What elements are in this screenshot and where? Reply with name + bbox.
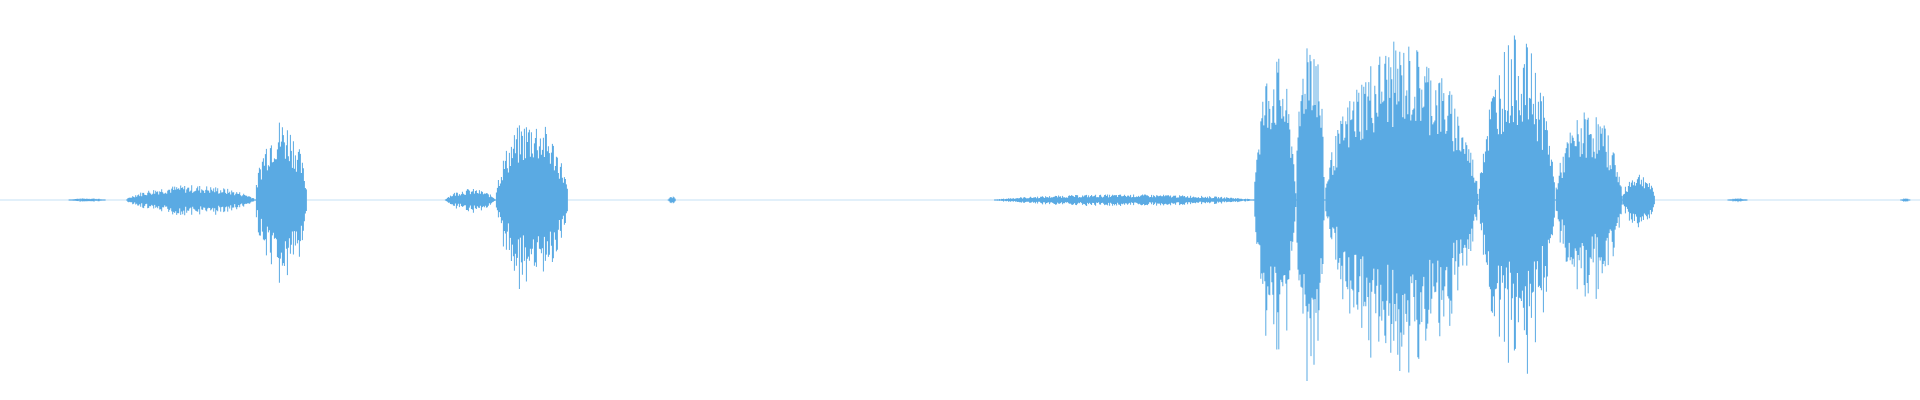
waveform-segment [68,198,106,202]
waveform-segment [1900,198,1911,202]
waveform-path [254,122,307,283]
waveform-segment [494,125,568,289]
waveform-path [1295,48,1325,381]
waveform-segment [1621,174,1655,228]
waveform-segment [1727,198,1748,203]
waveform-path [994,194,1255,206]
waveform-path [1253,58,1297,350]
waveform-segment [994,194,1255,206]
waveform-path [126,185,256,216]
waveform-segment [1295,48,1325,381]
waveform-path [1324,41,1479,373]
waveform-path [444,189,495,213]
waveform-path [1900,198,1911,202]
waveform-path [1477,35,1555,374]
waveform-segment [254,122,307,283]
waveform-segment [1324,41,1479,373]
waveform-bars [68,35,1911,381]
waveform-path [1554,112,1623,299]
waveform-segment [444,189,495,213]
waveform-path [1727,198,1748,203]
waveform-segment [667,196,676,204]
waveform-path [1621,174,1655,228]
waveform-segment [1477,35,1555,374]
waveform-path [667,196,676,204]
waveform-path [68,198,106,202]
waveform-segment [1253,58,1297,350]
waveform-segment [126,185,256,216]
waveform-path [494,125,568,289]
waveform-segment [1554,112,1623,299]
